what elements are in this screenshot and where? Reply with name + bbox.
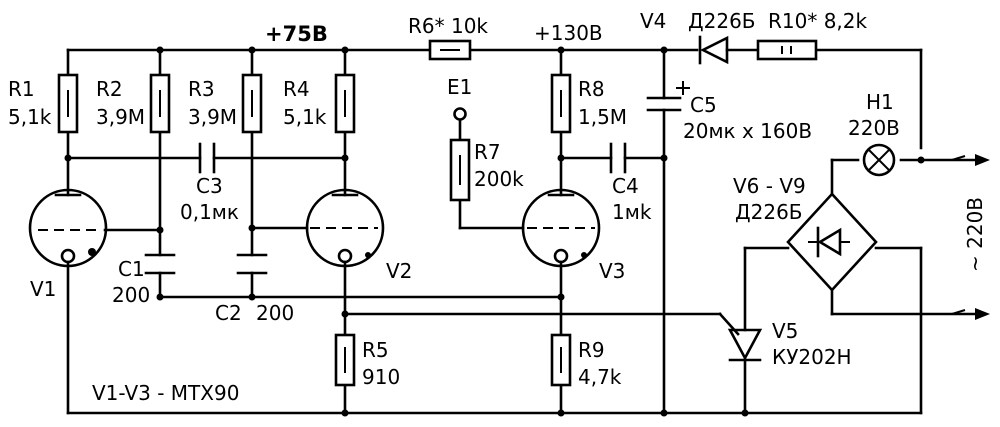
tube-v3 — [521, 188, 601, 268]
resistor-r1 — [57, 73, 79, 134]
label-r6: R6* 10k — [408, 14, 488, 38]
resistor-r7 — [449, 138, 471, 202]
junction-dots — [64, 46, 925, 417]
wires — [66, 48, 977, 415]
capacitor-c2 — [236, 253, 268, 275]
capacitor-c5 — [646, 81, 690, 112]
label-c3: C3 — [196, 174, 223, 198]
resistor-r3 — [241, 73, 263, 134]
thyristor-v5 — [727, 328, 763, 362]
label-r9-value: 4,7k — [578, 365, 622, 389]
label-r4: R4 — [283, 77, 310, 101]
resistor-r6 — [428, 39, 472, 61]
capacitor-c4 — [609, 142, 627, 174]
label-c4-value: 1мk — [612, 200, 652, 224]
resistor-r5 — [334, 333, 356, 387]
label-v5: V5 — [772, 319, 798, 343]
resistor-r9 — [550, 333, 572, 387]
label-r4-value: 5,1k — [283, 105, 327, 129]
label-h1: H1 — [866, 90, 894, 114]
label-c5: C5 — [690, 93, 717, 117]
output-arrow-bottom — [951, 308, 990, 320]
label-bridge: V6 - V9 — [733, 174, 806, 198]
label-r8: R8 — [578, 77, 605, 101]
label-v1: V1 — [30, 277, 56, 301]
label-v5-type: КУ202Н — [772, 345, 852, 369]
label-v4-type: Д226Б — [688, 9, 756, 33]
label-v3: V3 — [599, 259, 625, 283]
label-r9: R9 — [578, 338, 605, 362]
label-v4: V4 — [640, 9, 666, 33]
capacitor-c3 — [198, 142, 216, 174]
label-c1: C1 — [118, 257, 145, 281]
labels: +75В R6* 10k +130В V4 Д226Б R10* 8,2k R1… — [8, 9, 987, 405]
label-tubes-note: V1-V3 - MTX90 — [92, 381, 239, 405]
diode-bridge-v6-v9 — [786, 192, 878, 292]
label-c2-value: 200 — [256, 301, 294, 325]
resistor-r8 — [550, 73, 572, 134]
label-c5-value: 20мк х 160В — [683, 119, 812, 143]
label-r7-value: 200k — [474, 167, 524, 191]
tube-v1 — [28, 188, 108, 268]
label-supply-130: +130В — [534, 21, 603, 45]
label-r3-value: 3,9M — [188, 105, 237, 129]
label-supply-75: +75В — [265, 22, 328, 46]
capacitor-c1 — [144, 253, 176, 275]
label-r5: R5 — [362, 338, 389, 362]
label-r7: R7 — [474, 140, 501, 164]
label-bridge-type: Д226Б — [735, 200, 803, 224]
label-r5-value: 910 — [362, 365, 400, 389]
label-c4: C4 — [612, 174, 639, 198]
label-e1: E1 — [447, 75, 472, 99]
label-r10: R10* 8,2k — [768, 9, 868, 33]
label-h1-value: 220В — [848, 116, 900, 140]
label-v2: V2 — [386, 259, 412, 283]
lamp-h1 — [862, 143, 896, 177]
output-arrow-top — [951, 154, 990, 166]
diode-v4 — [698, 35, 729, 65]
resistor-r10 — [756, 39, 818, 61]
resistor-r4 — [334, 73, 356, 134]
label-r1: R1 — [8, 77, 35, 101]
electrode-e1 — [453, 107, 467, 121]
label-r3: R3 — [188, 77, 215, 101]
label-r8-value: 1,5M — [578, 105, 627, 129]
resistor-r2 — [149, 73, 171, 134]
label-c1-value: 200 — [112, 283, 150, 307]
label-r2-value: 3,9M — [96, 105, 145, 129]
label-mains-voltage: ~ 220В — [963, 197, 987, 272]
label-r1-value: 5,1k — [8, 105, 52, 129]
label-c2: C2 — [215, 301, 242, 325]
label-r2: R2 — [96, 77, 123, 101]
tube-v2 — [305, 188, 385, 268]
label-c3-value: 0,1мк — [180, 200, 239, 224]
